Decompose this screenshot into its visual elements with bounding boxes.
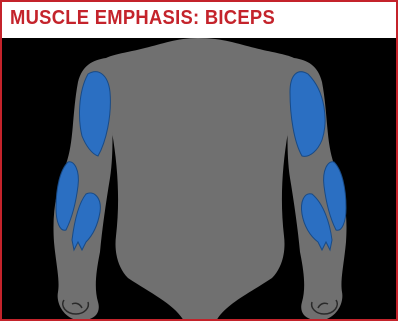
title-bar: MUSCLE EMPHASIS: BICEPS	[2, 2, 396, 38]
body-figure	[2, 38, 396, 321]
torso-silhouette	[104, 38, 295, 321]
page-title: MUSCLE EMPHASIS: BICEPS	[10, 7, 275, 30]
